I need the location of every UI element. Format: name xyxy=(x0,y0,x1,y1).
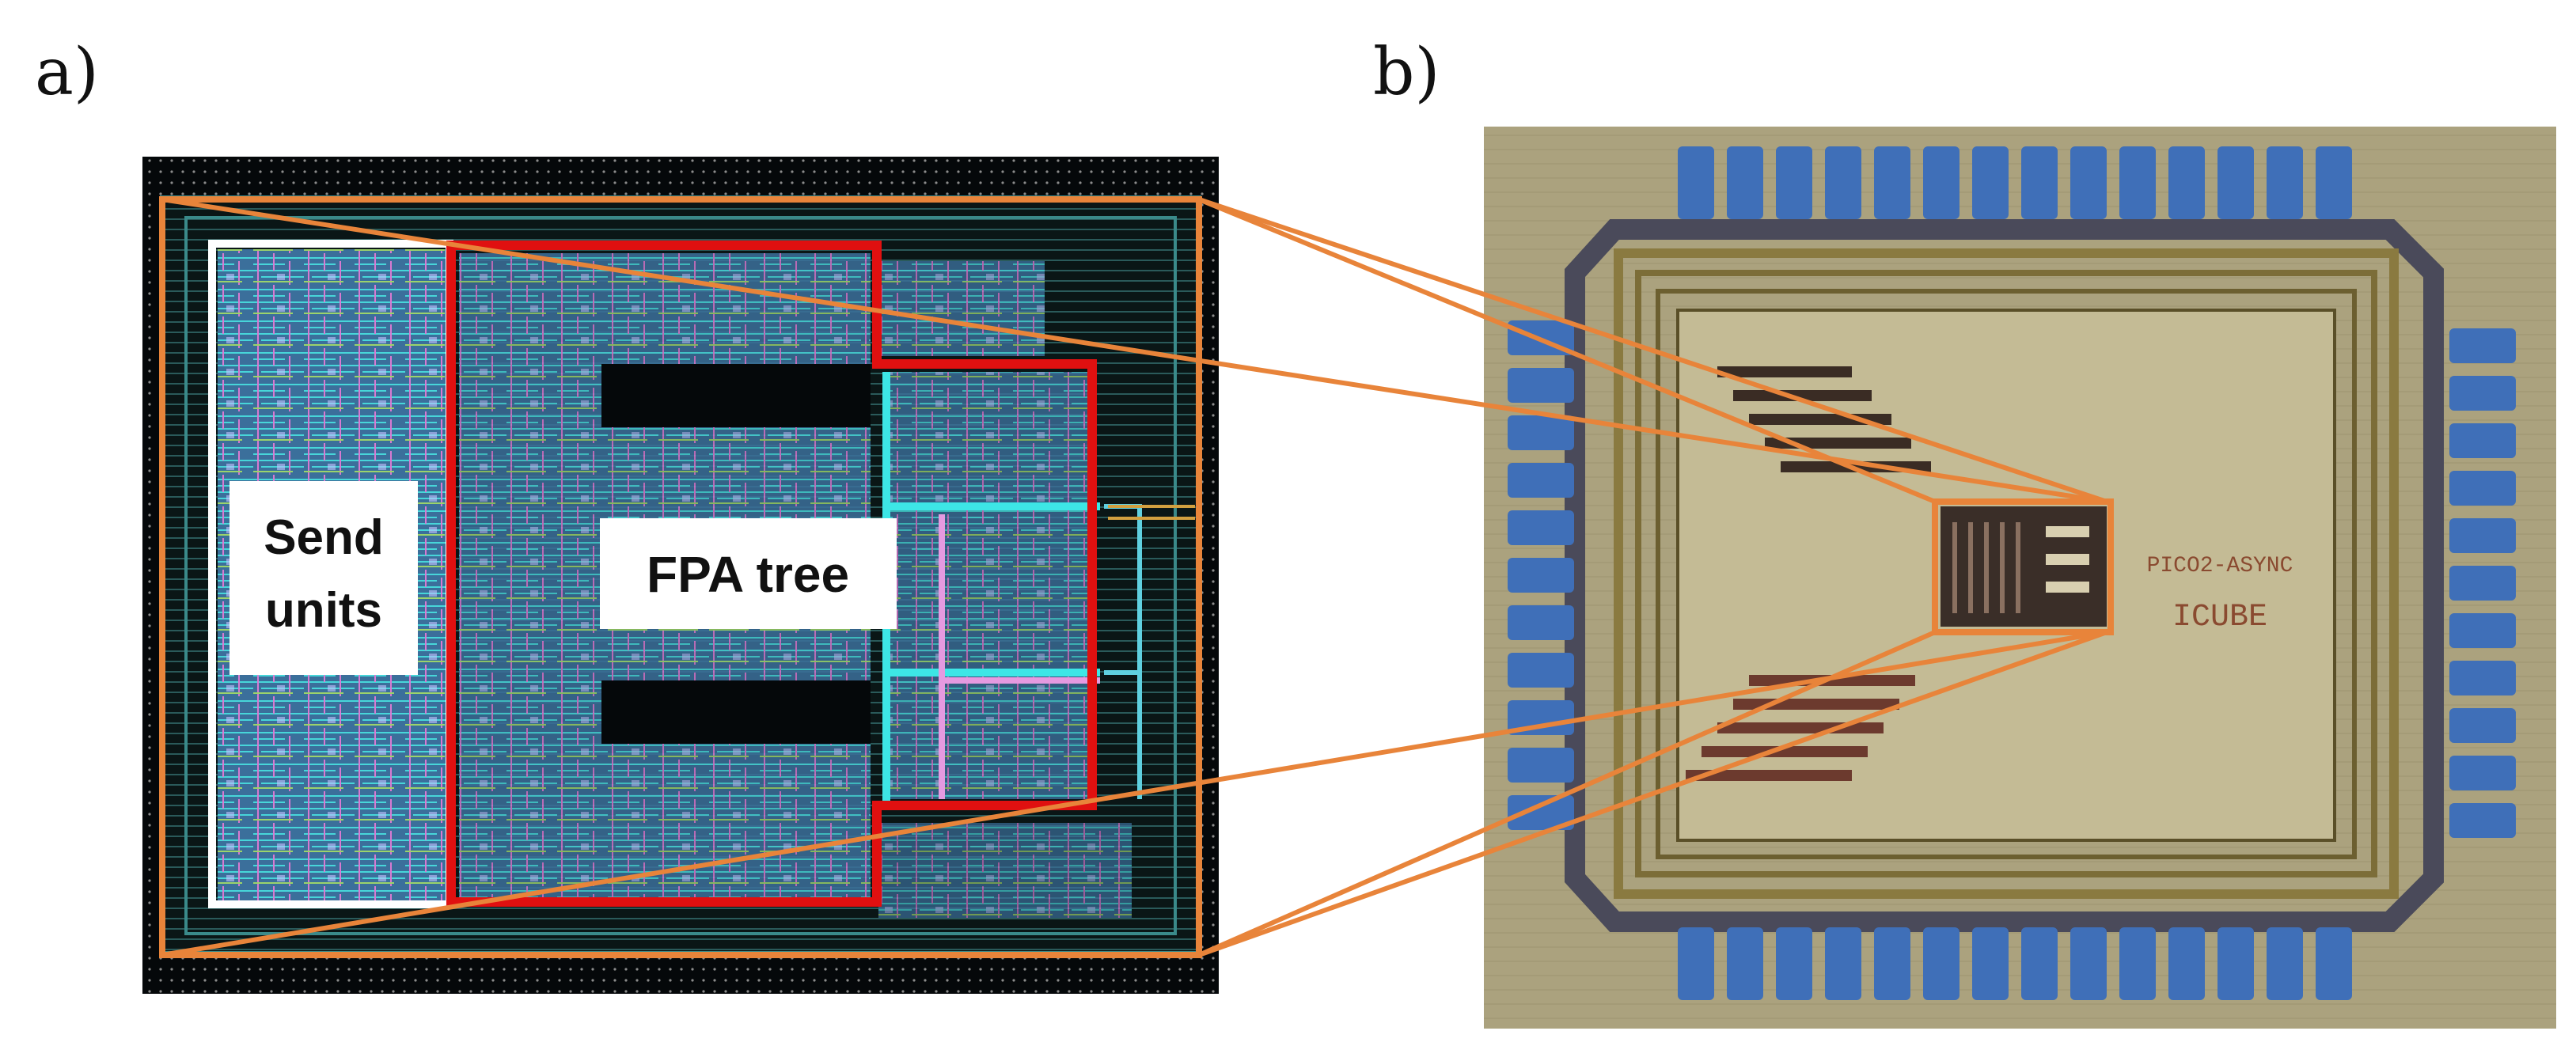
zoom-line-bottom-left xyxy=(161,630,2107,957)
outer-guard-ring xyxy=(1565,219,2444,932)
right-pad-row xyxy=(2449,328,2516,838)
chip-marking-bottom: ICUBE xyxy=(2172,600,2267,635)
panel-a-layout: Send units FPA tree xyxy=(142,157,1219,994)
send-units-label-line2: units xyxy=(265,583,382,638)
top-pad-row xyxy=(1678,146,2352,219)
guard-ring-3 xyxy=(1656,289,2357,859)
panel-label-a: a) xyxy=(35,35,99,110)
pink-routing xyxy=(939,514,1100,799)
zoom-connector-lines xyxy=(161,197,2108,957)
zoom-line-top-left xyxy=(161,197,2107,504)
left-pad-row xyxy=(1508,320,1574,830)
panel-b-die-photo: PICO2-ASYNC ICUBE xyxy=(1484,127,2556,1029)
chip-marking-top: PICO2-ASYNC xyxy=(2147,554,2293,578)
fpa-tree-label: FPA tree xyxy=(647,546,849,603)
lower-capacitor-array xyxy=(1686,675,1915,781)
bottom-pad-row xyxy=(1678,927,2352,1000)
zoom-line-bottom-right xyxy=(1197,630,2108,957)
zoom-line-top-right xyxy=(1198,197,2107,504)
right-circuit-block xyxy=(882,372,1092,799)
fpa-tree-outline xyxy=(446,241,1097,907)
photo-zoom-outline xyxy=(1932,498,2114,635)
fpa-circuit-block xyxy=(1941,506,2107,627)
layout-zoom-outline xyxy=(159,196,1202,958)
panel-label-b: b) xyxy=(1373,35,1440,110)
fpa-tree-label-box xyxy=(600,518,897,629)
send-units-label-box xyxy=(230,481,418,675)
guard-ring-2 xyxy=(1635,270,2377,877)
guard-ring-1 xyxy=(1614,248,2399,899)
send-units-label-line1: Send xyxy=(264,510,384,565)
